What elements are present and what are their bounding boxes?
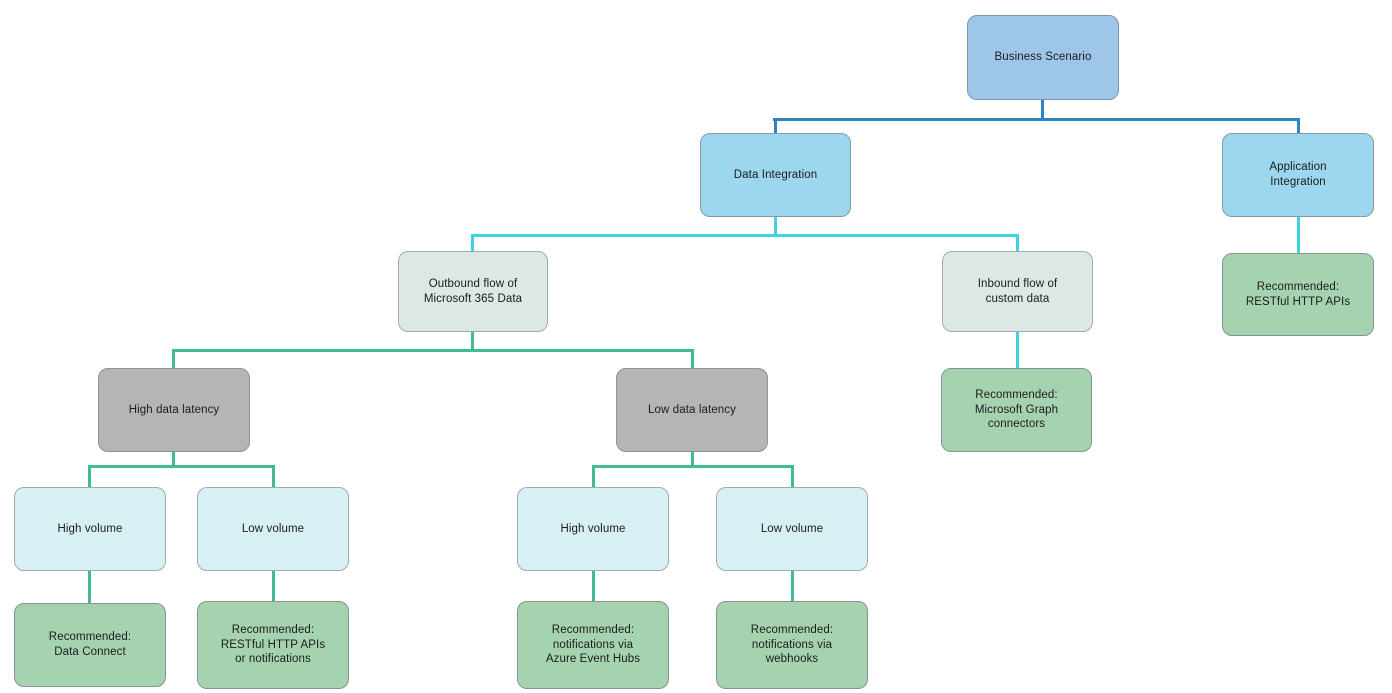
node-label: High data latency <box>128 403 220 416</box>
node-low-data-latency: Low data latency <box>616 368 768 452</box>
connector-line <box>88 465 275 468</box>
node-inbound-flow: Inbound flow of custom data <box>942 251 1093 332</box>
node-label: Inbound flow of custom data <box>977 277 1058 305</box>
node-low-volume-high-latency: Low volume <box>197 487 349 571</box>
node-label: Recommended: Data Connect <box>48 631 132 658</box>
node-label: Low data latency <box>648 403 736 416</box>
node-label: Outbound flow of Microsoft 365 Data <box>423 277 523 305</box>
connector-line <box>172 349 175 369</box>
node-high-data-latency: High data latency <box>98 368 250 452</box>
connector-line <box>471 331 474 351</box>
connector-line <box>592 465 595 488</box>
node-label: Recommended: notifications via webhooks <box>750 623 834 666</box>
node-recommended-graph-connectors: Recommended: Microsoft Graph connectors <box>941 368 1092 452</box>
node-label: Recommended: notifications via Azure Eve… <box>545 623 641 666</box>
connector-line <box>1016 234 1019 252</box>
connector-line <box>791 465 794 488</box>
node-recommended-restful-http-apis: Recommended: RESTful HTTP APIs <box>1222 253 1374 336</box>
connector-line <box>471 234 1019 237</box>
connector-line <box>1297 118 1300 134</box>
connector-line <box>774 118 777 134</box>
node-label: High volume <box>57 522 123 535</box>
connector-line <box>272 570 275 602</box>
node-high-volume-low-latency: High volume <box>517 487 669 571</box>
node-high-volume-high-latency: High volume <box>14 487 166 571</box>
node-label: Recommended: RESTful HTTP APIs <box>1245 280 1351 308</box>
node-recommended-notifications-event-hubs: Recommended: notifications via Azure Eve… <box>517 601 669 689</box>
node-recommended-data-connect: Recommended: Data Connect <box>14 603 166 687</box>
node-label: High volume <box>560 522 626 535</box>
connector-line <box>1297 216 1300 254</box>
node-label: Recommended: RESTful HTTP APIs or notifi… <box>220 623 326 666</box>
connector-line <box>773 118 1300 121</box>
node-label: Data Integration <box>733 168 818 181</box>
connector-line <box>172 349 694 352</box>
node-recommended-restful-or-notifications: Recommended: RESTful HTTP APIs or notifi… <box>197 601 349 689</box>
node-business-scenario: Business Scenario <box>967 15 1119 100</box>
node-outbound-flow: Outbound flow of Microsoft 365 Data <box>398 251 548 332</box>
node-data-integration: Data Integration <box>700 133 851 217</box>
connector-line <box>272 465 275 488</box>
connector-line <box>88 465 91 488</box>
node-label: Low volume <box>760 522 824 535</box>
connector-line <box>791 570 794 602</box>
connector-line <box>691 349 694 369</box>
connector-line <box>471 234 474 252</box>
connector-line <box>88 570 91 604</box>
node-label: Recommended: Microsoft Graph connectors <box>974 388 1059 431</box>
node-low-volume-low-latency: Low volume <box>716 487 868 571</box>
connector-line <box>691 451 694 467</box>
connector-line <box>774 216 777 236</box>
connector-line <box>592 465 794 468</box>
node-label: Low volume <box>241 522 305 535</box>
node-label: Application Integration <box>1269 161 1327 188</box>
node-application-integration: Application Integration <box>1222 133 1374 217</box>
node-label: Business Scenario <box>994 51 1092 64</box>
connector-line <box>1016 331 1019 369</box>
connector-line <box>592 570 595 602</box>
connector-line <box>172 451 175 467</box>
connector-line <box>1041 100 1044 121</box>
node-recommended-notifications-webhooks: Recommended: notifications via webhooks <box>716 601 868 689</box>
